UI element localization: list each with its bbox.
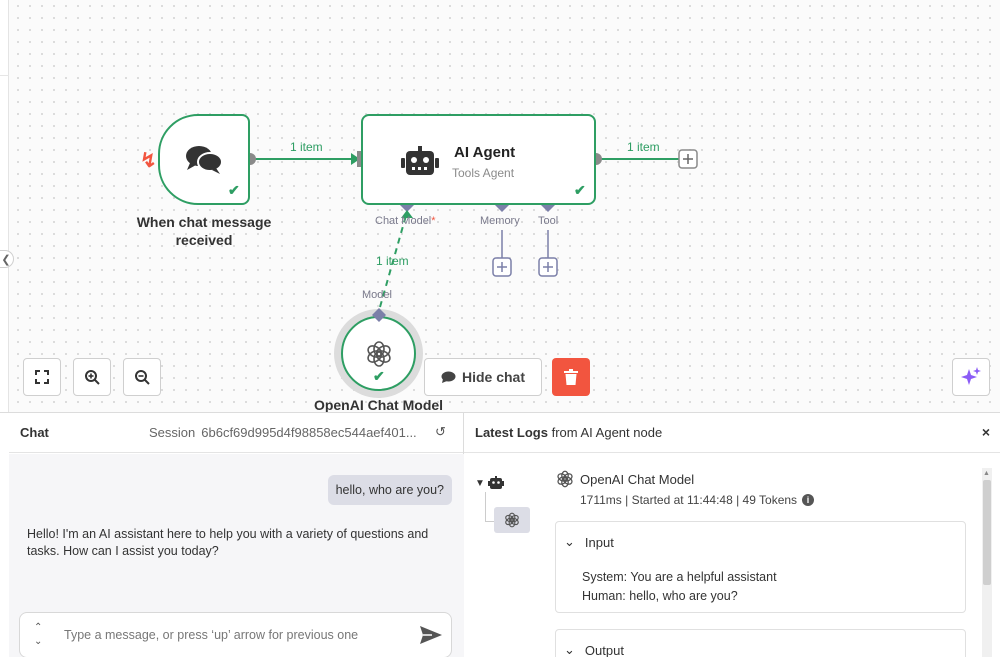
output-section-toggle[interactable]: ⌄ Output [564,642,624,657]
tool-handle-label: Tool [538,215,559,227]
fit-view-button[interactable] [23,358,61,396]
ai-assistant-button[interactable] [952,358,990,396]
openai-model-node-selected-ring[interactable]: ✔ [334,309,423,398]
logs-panel: Latest Logs from AI Agent node × ▼ [464,413,1000,657]
input-line: System: You are a helpful assistant [582,570,777,584]
chevron-down-icon[interactable]: ⌄ [34,636,43,647]
close-logs-button[interactable]: × [981,424,990,440]
model-handle-label: Model [362,289,392,301]
zoom-in-button[interactable] [73,358,111,396]
chat-model-handle-label: Chat Model* [375,215,436,227]
chevron-left-icon: ❮ [1,253,11,266]
output-section-label: Output [584,642,624,657]
session-label: Session [149,425,196,440]
left-rail [0,0,9,412]
assistant-message: Hello! I'm an AI assistant here to help … [27,527,429,558]
chat-title: Chat [20,425,49,440]
ai-agent-node[interactable]: AI Agent Tools Agent ✔ [361,114,596,205]
zoom-out-icon [135,370,150,385]
wire-count-label: 1 item [376,254,409,268]
agent-subtitle: Tools Agent [452,166,515,180]
trash-icon [564,369,578,385]
input-section-toggle[interactable]: ⌄ Input [564,534,614,550]
log-entry-title: OpenAI Chat Model [556,470,694,488]
sparkle-icon [961,367,981,385]
wire-model-agent [379,211,408,308]
zoom-in-icon [85,370,100,385]
hide-chat-label: Hide chat [461,369,525,385]
success-check-icon: ✔ [228,182,240,198]
bottom-panel: Chat Session 6b6cf69d995d4f98858ec544aef4… [0,412,1000,657]
agent-input-handle [357,151,363,167]
chevron-up-icon[interactable]: ⌃ [34,622,43,633]
success-check-icon: ✔ [373,368,385,384]
chat-messages: hello, who are you? Hello! I'm an AI ass… [9,454,464,657]
workflow-canvas[interactable]: ❮ ↯ ✔ [0,0,1000,412]
log-entry-meta: 1711ms | Started at 11:44:48 | 49 Tokens… [580,493,815,507]
tree-connector [485,492,495,522]
rail-divider [0,75,9,76]
openai-logo-icon [557,470,573,488]
zoom-out-button[interactable] [123,358,161,396]
input-section: ⌄ Input System: You are a helpful assist… [555,521,966,613]
connections-layer [244,149,698,308]
logs-header: Latest Logs from AI Agent node × [464,413,1000,453]
chat-header: Chat Session 6b6cf69d995d4f98858ec544aef4… [9,413,463,453]
openai-chat-model-node[interactable]: ✔ [341,316,416,391]
chat-message-input[interactable] [64,623,404,647]
success-check-icon: ✔ [574,182,586,198]
comment-icon [441,371,456,383]
user-message: hello, who are you? [327,475,452,505]
scroll-thumb[interactable] [983,480,991,585]
wire-arrow [351,153,360,165]
history-arrows[interactable]: ⌃ ⌄ [34,621,42,649]
delete-button[interactable] [552,358,590,396]
chevron-down-icon: ⌄ [564,534,575,549]
chat-model-arrow [401,210,413,218]
log-meta-text: 1711ms | Started at 11:44:48 | 49 Tokens [580,493,798,507]
wire-count-label: 1 item [627,140,660,154]
scroll-up-icon[interactable]: ▲ [983,470,990,477]
fullscreen-icon [35,370,49,384]
input-line: Human: hello, who are you? [582,589,738,603]
robot-icon [401,146,439,175]
wire-count-label: 1 item [290,140,323,154]
openai-logo-icon [505,512,519,528]
trigger-bolt-icon: ↯ [140,150,157,172]
log-entry-name: OpenAI Chat Model [580,471,695,487]
input-section-label: Input [584,534,614,550]
chevron-down-icon: ⌄ [564,642,575,657]
agent-title: AI Agent [454,144,516,161]
send-icon[interactable] [420,626,442,644]
tree-item-openai[interactable] [494,507,530,533]
openai-logo-icon [366,340,391,367]
chat-bubbles-icon [186,145,223,174]
input-content: System: You are a helpful assistant Huma… [582,568,777,606]
chat-panel: Chat Session 6b6cf69d995d4f98858ec544aef4… [9,413,464,657]
model-node-label: OpenAI Chat Model [313,397,444,412]
session-id: 6b6cf69d995d4f98858ec544aef401... [201,425,417,440]
logs-scrollbar[interactable]: ▲ [982,468,992,657]
hide-chat-button[interactable]: Hide chat [424,358,542,396]
logs-title: Latest Logs from AI Agent node [475,425,663,440]
reset-session-icon[interactable]: ↺ [435,424,446,439]
model-output-handle [372,308,386,322]
chat-trigger-node[interactable]: ✔ [158,114,250,205]
collapse-sidebar-button[interactable]: ❮ [0,250,14,268]
session-info: Session 6b6cf69d995d4f98858ec544aef401... [149,425,417,440]
trigger-node-label: When chat message received [136,214,272,248]
output-section: ⌄ Output [555,629,966,657]
robot-icon[interactable] [488,476,504,489]
info-icon[interactable]: i [802,494,815,506]
tree-expand-icon[interactable]: ▼ [475,478,485,489]
chat-input-box: ⌃ ⌄ [19,612,452,657]
memory-handle-label: Memory [480,215,520,227]
